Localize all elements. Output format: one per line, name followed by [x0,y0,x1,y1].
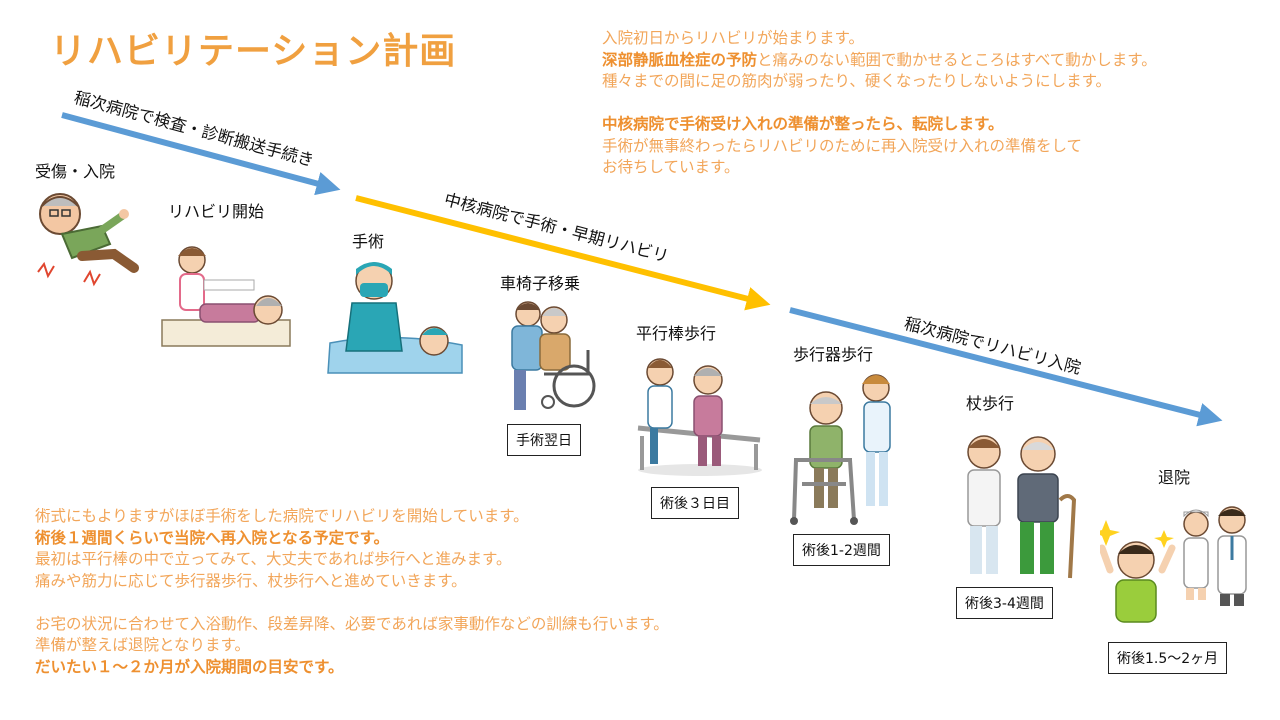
bottom-note: 術式にもよりますがほぼ手術をした病院でリハビリを開始しています。 術後１週間くら… [35,506,669,678]
stage-label-rehab-start: リハビリ開始 [168,202,265,221]
badge-walker: 術後1-2週間 [793,534,890,566]
badge-wheelchair: 手術翌日 [507,424,581,456]
parallel-bars-icon [637,358,762,476]
note-line: 手術が無事終わったらリハビリのために再入院受け入れの準備をして [602,136,1083,155]
phase-arrow-2 [355,195,771,311]
stage-label-cane: 杖歩行 [966,394,1015,413]
badge-cane: 術後3-4週間 [956,587,1053,619]
note-line: 入院初日からリハビリが始まります。 [602,29,864,47]
note-line: お待ちしています。 [602,158,740,176]
badge-discharge: 術後1.5～2ヶ月 [1108,642,1228,674]
note-line: 術式にもよりますがほぼ手術をした病院でリハビリを開始しています。 [35,507,529,525]
note-line: お宅の状況に合わせて入浴動作、段差昇降、必要であれば家事動作などの訓練も行います… [35,614,669,633]
stage-label-walker: 歩行器歩行 [793,345,874,364]
note-line: 最初は平行棒の中で立ってみて、大丈夫であれば歩行へと進みます。 [35,550,512,568]
note-line: だいたい１～２か月が入院期間の目安です。 [35,657,344,676]
injured-man-icon [37,193,139,287]
cane-walking-icon [967,435,1077,579]
top-note: 入院初日からリハビリが始まります。 深部静脈血栓症の予防と痛みのない範囲で動かせ… [602,28,1157,179]
surgeon-icon [327,262,463,374]
discharge-celebration-icon [1100,506,1247,623]
note-line: 種々までの間に足の筋肉が弱ったり、硬くなったりしないようにします。 [602,72,1112,90]
stage-label-parallel-bars: 平行棒歩行 [636,324,717,343]
page-title: リハビリテーション計画 [50,31,457,72]
bedside-rehab-icon [161,246,291,347]
stage-label-wheelchair: 車椅子移乗 [500,274,581,293]
note-line: 中核病院で手術受け入れの準備が整ったら、転院します。 [602,115,1004,133]
badge-parallel-bars: 術後３日目 [651,487,739,519]
note-line: 深部静脈血栓症の予防と痛みのない範囲で動かせるところはすべて動かします。 [602,50,1157,69]
stage-label-discharge: 退院 [1158,468,1191,487]
walker-icon [790,374,891,525]
note-line: 痛みや筋力に応じて歩行器歩行、杖歩行へと進めていきます。 [35,571,467,590]
wheelchair-transfer-icon [511,301,596,410]
phase-arrow-3 [789,307,1223,427]
phase-arrow-1 [61,112,341,196]
note-line: 準備が整えば退院となります。 [35,636,250,654]
stage-label-surgery: 手術 [352,232,385,251]
note-line: 術後１週間くらいで当院へ再入院となる予定です。 [35,528,390,547]
stage-label-injury: 受傷・入院 [35,162,116,181]
